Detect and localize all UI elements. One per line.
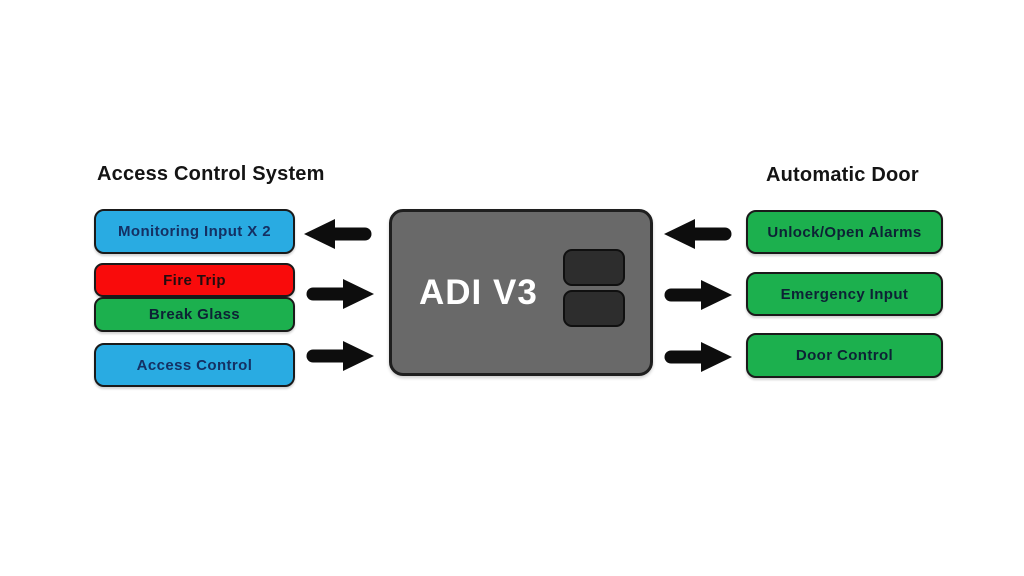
node-unlock-open-alarms-label: Unlock/Open Alarms [767,223,922,241]
arrow-adi-to-monitoring-icon [303,218,373,250]
node-break-glass: Break Glass [94,297,295,332]
arrow-unlock-alarms-to-adi-icon [663,218,733,250]
node-fire-trip: Fire Trip [94,263,295,297]
adi-port-top [563,249,625,286]
node-monitoring-input-label: Monitoring Input X 2 [118,223,271,240]
adi-port-bottom [563,290,625,327]
node-access-control-label: Access Control [136,356,253,374]
adi-v3-unit: ADI V3 [389,209,653,376]
node-fire-trip-label: Fire Trip [163,271,226,289]
adi-v3-label: ADI V3 [419,272,538,312]
arrow-firetrip-breakglass-to-adi-icon [305,278,375,310]
node-access-control: Access Control [94,343,295,387]
node-unlock-open-alarms: Unlock/Open Alarms [746,210,943,254]
node-door-control-label: Door Control [795,347,894,364]
right-panel-title: Automatic Door [766,164,919,186]
arrow-access-control-to-adi-icon [305,340,375,372]
node-emergency-input-label: Emergency Input [780,285,909,303]
left-panel-title: Access Control System [97,163,325,185]
node-emergency-input: Emergency Input [746,272,943,316]
node-break-glass-label: Break Glass [148,306,241,323]
node-monitoring-input: Monitoring Input X 2 [94,209,295,254]
arrow-adi-to-emergency-input-icon [663,279,733,311]
node-door-control: Door Control [746,333,943,378]
arrow-adi-to-door-control-icon [663,341,733,373]
